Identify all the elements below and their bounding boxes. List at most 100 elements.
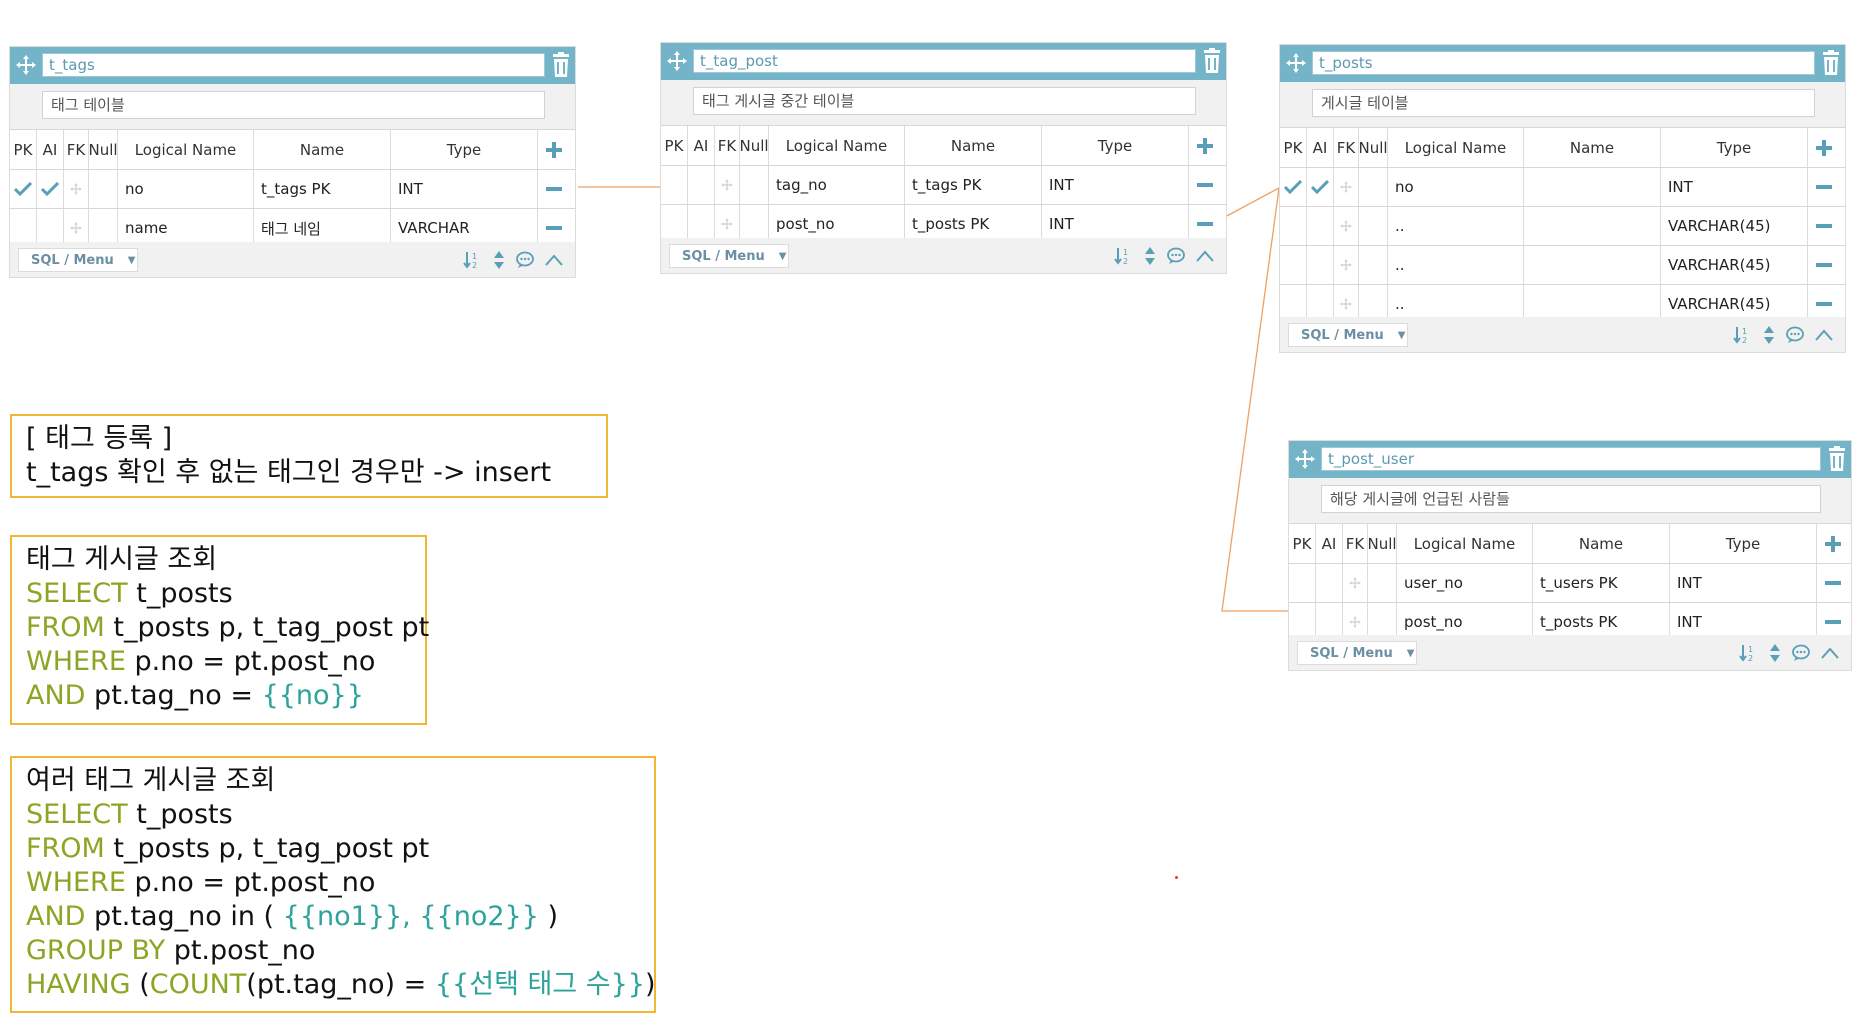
trash-icon[interactable] [1201, 48, 1223, 74]
sql-menu-button[interactable]: SQL / Menu▼ [669, 244, 789, 268]
ai-checkbox[interactable] [1307, 207, 1334, 245]
null-checkbox[interactable] [89, 209, 118, 247]
trash-icon[interactable] [550, 52, 572, 78]
pk-checkbox[interactable] [10, 209, 37, 247]
remove-column-button[interactable] [1808, 285, 1840, 323]
logical-name-cell[interactable]: .. [1388, 207, 1524, 245]
fk-drag-handle[interactable] [715, 166, 740, 204]
name-cell[interactable] [1524, 207, 1661, 245]
comment-icon[interactable] [515, 250, 535, 270]
name-cell[interactable]: 태그 네임 [254, 209, 391, 247]
remove-column-button[interactable] [1808, 207, 1840, 245]
remove-column-button[interactable] [1808, 168, 1840, 206]
remove-column-button[interactable] [538, 209, 570, 247]
sql-menu-button[interactable]: SQL / Menu▼ [1297, 641, 1417, 665]
sort-icon[interactable]: 12 [463, 250, 483, 270]
null-checkbox[interactable] [740, 205, 769, 243]
type-cell[interactable]: VARCHAR(45) [1661, 207, 1808, 245]
reorder-icon[interactable] [1769, 643, 1781, 663]
null-checkbox[interactable] [1359, 207, 1388, 245]
pk-checkbox[interactable] [1280, 246, 1307, 284]
reorder-icon[interactable] [1144, 246, 1156, 266]
logical-name-cell[interactable]: no [118, 170, 254, 208]
table-comment-input[interactable]: 태그 게시글 중간 테이블 [693, 87, 1196, 115]
fk-drag-handle[interactable] [1343, 603, 1368, 641]
logical-name-cell[interactable]: post_no [1397, 603, 1533, 641]
fk-drag-handle[interactable] [64, 209, 89, 247]
trash-icon[interactable] [1826, 446, 1848, 472]
table-name-input[interactable]: t_posts [1312, 51, 1815, 75]
move-icon[interactable] [1293, 447, 1317, 471]
collapse-icon[interactable] [545, 254, 563, 266]
name-cell[interactable] [1524, 168, 1661, 206]
add-column-button[interactable] [1189, 126, 1221, 165]
logical-name-cell[interactable]: no [1388, 168, 1524, 206]
type-cell[interactable]: INT [1661, 168, 1808, 206]
ai-checkbox[interactable] [37, 209, 64, 247]
table-name-input[interactable]: t_tags [42, 53, 545, 77]
remove-column-button[interactable] [1817, 564, 1849, 602]
null-checkbox[interactable] [1368, 564, 1397, 602]
null-checkbox[interactable] [89, 170, 118, 208]
type-cell[interactable]: VARCHAR(45) [1661, 246, 1808, 284]
name-cell[interactable]: t_users PK [1533, 564, 1670, 602]
table-comment-input[interactable]: 태그 테이블 [42, 91, 545, 119]
table-comment-input[interactable]: 해당 게시글에 언급된 사람들 [1321, 485, 1821, 513]
logical-name-cell[interactable]: user_no [1397, 564, 1533, 602]
pk-checkbox[interactable] [1280, 285, 1307, 323]
remove-column-button[interactable] [1189, 166, 1221, 204]
null-checkbox[interactable] [1359, 168, 1388, 206]
fk-drag-handle[interactable] [715, 205, 740, 243]
name-cell[interactable]: t_tags PK [905, 166, 1042, 204]
ai-checkbox[interactable] [1307, 285, 1334, 323]
table-comment-input[interactable]: 게시글 테이블 [1312, 89, 1815, 117]
fk-drag-handle[interactable] [1334, 168, 1359, 206]
fk-drag-handle[interactable] [1334, 285, 1359, 323]
add-column-button[interactable] [1817, 524, 1849, 563]
logical-name-cell[interactable]: tag_no [769, 166, 905, 204]
fk-drag-handle[interactable] [64, 170, 89, 208]
null-checkbox[interactable] [1368, 603, 1397, 641]
pk-checkbox[interactable] [10, 170, 37, 208]
name-cell[interactable]: t_posts PK [1533, 603, 1670, 641]
table-name-input[interactable]: t_tag_post [693, 49, 1196, 73]
type-cell[interactable]: INT [1042, 205, 1189, 243]
sql-menu-button[interactable]: SQL / Menu▼ [18, 248, 138, 272]
ai-checkbox[interactable] [1316, 564, 1343, 602]
remove-column-button[interactable] [1189, 205, 1221, 243]
type-cell[interactable]: VARCHAR(45) [1661, 285, 1808, 323]
logical-name-cell[interactable]: .. [1388, 246, 1524, 284]
null-checkbox[interactable] [1359, 246, 1388, 284]
null-checkbox[interactable] [1359, 285, 1388, 323]
fk-drag-handle[interactable] [1334, 246, 1359, 284]
type-cell[interactable]: VARCHAR [391, 209, 538, 247]
comment-icon[interactable] [1166, 246, 1186, 266]
collapse-icon[interactable] [1821, 647, 1839, 659]
ai-checkbox[interactable] [1307, 246, 1334, 284]
ai-checkbox[interactable] [1316, 603, 1343, 641]
ai-checkbox[interactable] [688, 166, 715, 204]
remove-column-button[interactable] [538, 170, 570, 208]
remove-column-button[interactable] [1808, 246, 1840, 284]
ai-checkbox[interactable] [688, 205, 715, 243]
collapse-icon[interactable] [1196, 250, 1214, 262]
null-checkbox[interactable] [740, 166, 769, 204]
logical-name-cell[interactable]: name [118, 209, 254, 247]
sql-menu-button[interactable]: SQL / Menu▼ [1288, 323, 1408, 347]
remove-column-button[interactable] [1817, 603, 1849, 641]
pk-checkbox[interactable] [1289, 564, 1316, 602]
sort-icon[interactable]: 12 [1733, 325, 1753, 345]
table-name-input[interactable]: t_post_user [1321, 447, 1821, 471]
add-column-button[interactable] [1808, 128, 1840, 167]
trash-icon[interactable] [1820, 50, 1842, 76]
fk-drag-handle[interactable] [1343, 564, 1368, 602]
ai-checkbox[interactable] [1307, 168, 1334, 206]
type-cell[interactable]: INT [1042, 166, 1189, 204]
pk-checkbox[interactable] [661, 205, 688, 243]
name-cell[interactable]: t_tags PK [254, 170, 391, 208]
add-column-button[interactable] [538, 130, 570, 169]
move-icon[interactable] [665, 49, 689, 73]
pk-checkbox[interactable] [1289, 603, 1316, 641]
move-icon[interactable] [14, 53, 38, 77]
move-icon[interactable] [1284, 51, 1308, 75]
